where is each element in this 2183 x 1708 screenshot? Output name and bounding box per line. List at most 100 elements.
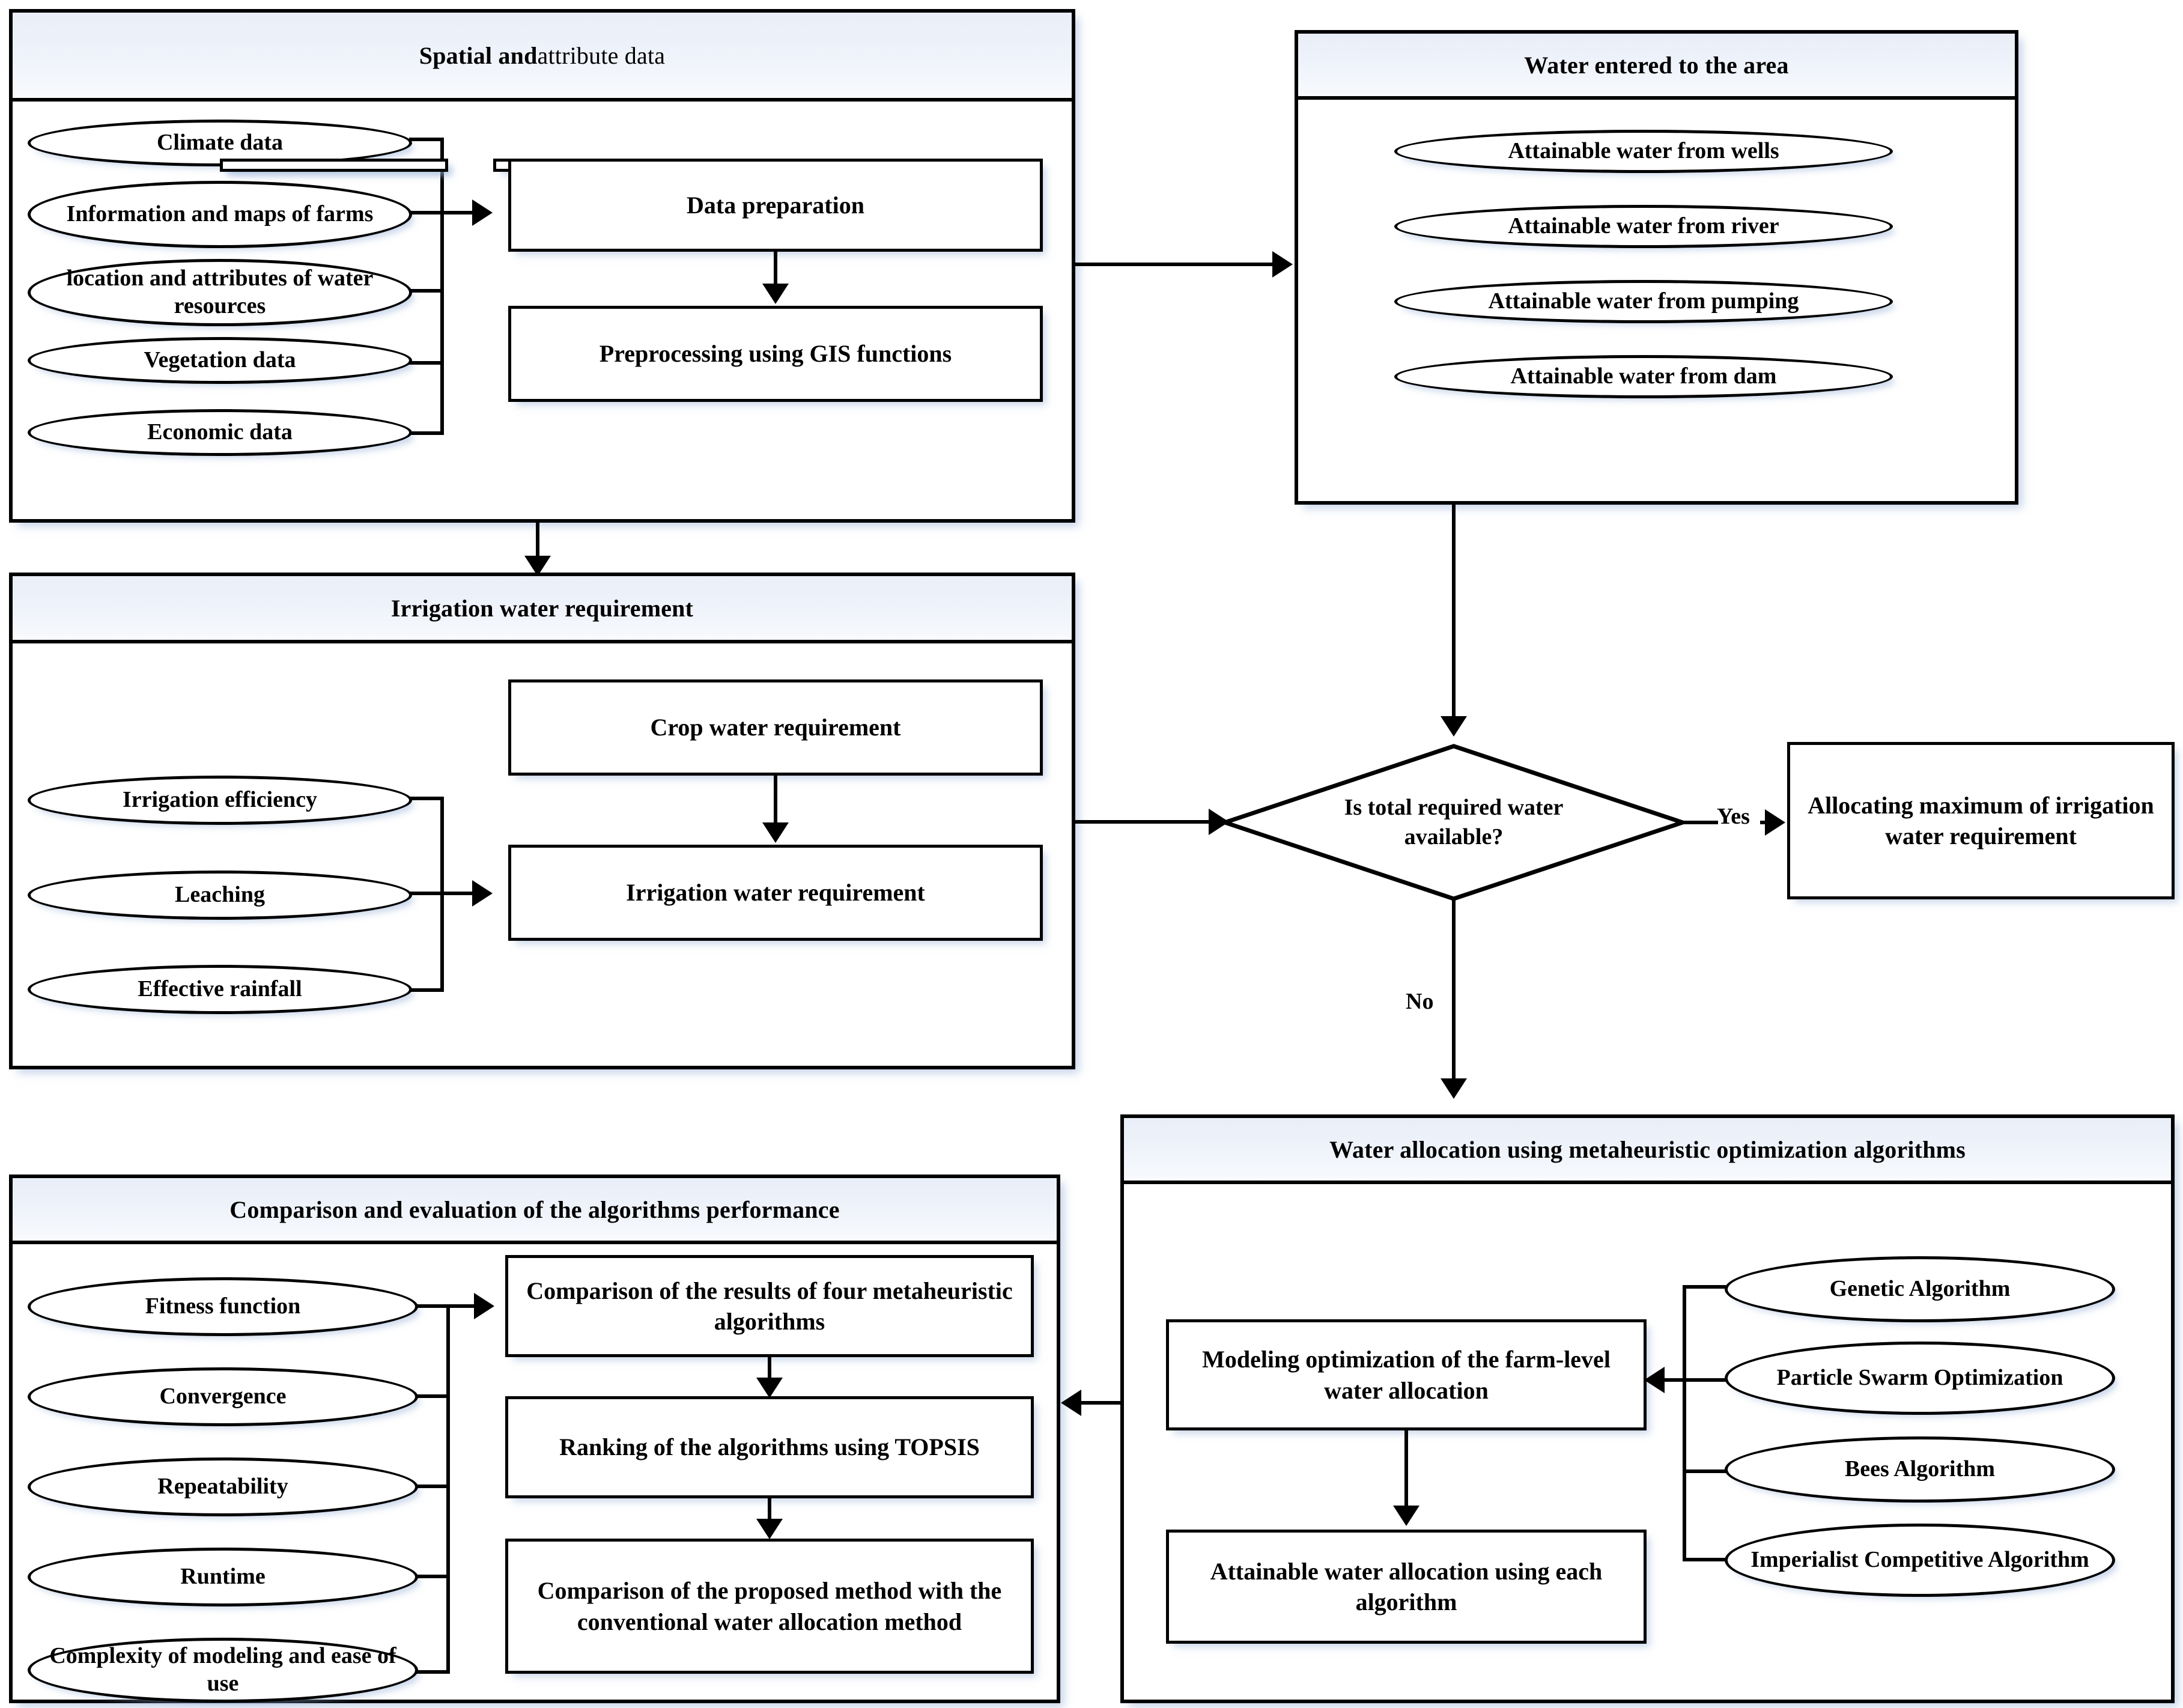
ellipse-label: Irrigation efficiency <box>123 787 317 813</box>
ellipse-genetic-algorithm[interactable]: Genetic Algorithm <box>1725 1256 2115 1322</box>
box-comparison-with-conventional-method[interactable]: Comparison of the proposed method with t… <box>505 1539 1034 1674</box>
connector-modeling-to-attainable <box>1404 1430 1408 1509</box>
ellipse-label: Imperialist Competitive Algorithm <box>1750 1547 2089 1573</box>
box-label: Allocating maximum of irrigation water r… <box>1808 791 2154 849</box>
connector-decision-no <box>1452 899 1456 1080</box>
panel-comparison-header: Comparison and evaluation of the algorit… <box>13 1178 1057 1244</box>
ellipse-label: Vegetation data <box>144 347 296 373</box>
bracket-arm <box>1683 1558 1726 1561</box>
ellipse-vegetation-data[interactable]: Vegetation data <box>28 337 412 384</box>
ellipse-label: Economic data <box>147 419 293 445</box>
box-preprocessing-gis[interactable]: Preprocessing using GIS functions <box>508 306 1043 402</box>
bracket-allocation-algorithms <box>1683 1285 1731 1561</box>
ellipse-attainable-water-wells[interactable]: Attainable water from wells <box>1394 130 1893 173</box>
panel-water-entered-header: Water entered to the area <box>1298 34 2015 100</box>
ellipse-convergence[interactable]: Convergence <box>28 1367 418 1426</box>
panel-spatial-title-rest: attribute data <box>537 41 666 69</box>
ellipse-particle-swarm-optimization[interactable]: Particle Swarm Optimization <box>1725 1342 2115 1415</box>
ellipse-label: Effective rainfall <box>138 976 302 1002</box>
arrow-spatial-to-water-entered <box>1272 251 1293 278</box>
box-ranking-topsis[interactable]: Ranking of the algorithms using TOPSIS <box>505 1396 1034 1498</box>
connector-water-entered-to-decision <box>1452 505 1456 718</box>
ellipse-leaching[interactable]: Leaching <box>28 871 412 920</box>
arrow-modeling-to-attainable <box>1393 1506 1419 1526</box>
bracket-arm <box>415 1670 450 1674</box>
ellipse-effective-rainfall[interactable]: Effective rainfall <box>28 965 412 1014</box>
panel-irrigation-body: Irrigation efficiency Leaching Effective… <box>13 643 1072 1066</box>
box-label: Modeling optimization of the farm-level … <box>1202 1346 1611 1404</box>
bracket-spatial-inputs <box>409 138 463 435</box>
ellipse-label: Fitness function <box>145 1293 301 1319</box>
bracket-arm <box>409 289 444 293</box>
ellipse-label: Leaching <box>175 882 265 908</box>
ellipse-label: location and attributes of water resourc… <box>66 266 374 318</box>
connector-irrigation-to-decision <box>1075 820 1210 824</box>
ellipse-economic-data[interactable]: Economic data <box>28 409 412 456</box>
ellipse-label: Repeatability <box>157 1474 288 1500</box>
bracket-arm <box>409 211 444 214</box>
connector-bracket-to-irrigation-req <box>440 892 473 895</box>
panel-water-entered-body: Attainable water from wells Attainable w… <box>1298 100 2015 501</box>
ellipse-label: Convergence <box>159 1384 287 1409</box>
ellipse-imperialist-competitive-algorithm[interactable]: Imperialist Competitive Algorithm <box>1725 1524 2115 1597</box>
panel-irrigation-water-requirement: Irrigation water requirement Irrigation … <box>9 573 1075 1069</box>
box-label: Ranking of the algorithms using TOPSIS <box>559 1433 980 1461</box>
decision-is-total-required-water-available[interactable]: Is total required water available? <box>1218 744 1690 901</box>
panel-water-entered: Water entered to the area Attainable wat… <box>1295 30 2018 505</box>
ellipse-label: Climate data <box>156 130 284 156</box>
bracket-arm <box>415 1394 450 1398</box>
panel-comparison-title: Comparison and evaluation of the algorit… <box>229 1196 840 1223</box>
arrow-to-preprocessing <box>762 284 789 304</box>
box-comparison-results-four-algorithms[interactable]: Comparison of the results of four metahe… <box>505 1255 1034 1357</box>
arrow-algorithms-to-modeling <box>1644 1367 1665 1393</box>
connector-bracket-to-comparison-box <box>446 1304 475 1308</box>
ellipse-label: Attainable water from pumping <box>1488 288 1799 314</box>
ellipse-label: Genetic Algorithm <box>1829 1276 2011 1302</box>
arrow-to-comparison-results <box>474 1293 494 1319</box>
connector-ranking-to-final-comparison <box>768 1498 771 1522</box>
bracket-arm <box>415 1304 450 1308</box>
bracket-arm <box>415 1485 450 1488</box>
box-data-preparation-real[interactable]: Data preparation <box>508 159 1043 252</box>
connector-spatial-to-water-entered <box>1075 263 1274 266</box>
panel-irrigation-header: Irrigation water requirement <box>13 576 1072 643</box>
arrow-ranking-to-final-comparison <box>756 1519 783 1539</box>
panel-spatial-body: Climate data Information and maps of far… <box>13 102 1072 519</box>
ellipse-bees-algorithm[interactable]: Bees Algorithm <box>1725 1436 2115 1503</box>
ellipse-label: Information and maps of farms <box>66 201 374 227</box>
panel-water-allocation-metaheuristic: Water allocation using metaheuristic opt… <box>1120 1114 2175 1703</box>
connector-allocation-to-comparison <box>1081 1401 1123 1405</box>
box-modeling-optimization-farm-level[interactable]: Modeling optimization of the farm-level … <box>1166 1319 1647 1430</box>
bracket-arm <box>1683 1285 1726 1289</box>
box-label: Data preparation <box>687 191 864 219</box>
bracket-comparison-criteria <box>415 1304 469 1674</box>
ellipse-irrigation-efficiency[interactable]: Irrigation efficiency <box>28 776 412 825</box>
box-label: Comparison of the results of four metahe… <box>526 1277 1013 1335</box>
ellipse-information-maps-farms[interactable]: Information and maps of farms <box>28 181 412 248</box>
connector-crop-to-irrigation-req <box>774 776 777 824</box>
ellipse-repeatability[interactable]: Repeatability <box>28 1457 418 1516</box>
connector-bracket-to-modeling <box>1665 1378 1689 1382</box>
arrow-to-irrigation-requirement <box>472 880 493 907</box>
ellipse-fitness-function[interactable]: Fitness function <box>28 1277 418 1336</box>
panel-allocation-header: Water allocation using metaheuristic opt… <box>1124 1118 2171 1184</box>
bracket-arm <box>1683 1469 1726 1473</box>
panel-irrigation-title: Irrigation water requirement <box>390 594 694 622</box>
bracket-arm <box>409 361 444 365</box>
ellipse-attainable-water-river[interactable]: Attainable water from river <box>1394 205 1893 248</box>
arrow-water-entered-to-decision <box>1441 716 1467 737</box>
ellipse-runtime[interactable]: Runtime <box>28 1548 418 1606</box>
edge-label-no: No <box>1406 989 1434 1014</box>
panel-allocation-body: Modeling optimization of the farm-level … <box>1124 1184 2171 1700</box>
box-irrigation-water-requirement[interactable]: Irrigation water requirement <box>508 845 1043 941</box>
connector-bracket-to-data-preparation <box>440 211 473 214</box>
box-data-preparation[interactable] <box>220 159 448 172</box>
ellipse-complexity-modeling-ease-of-use[interactable]: Complexity of modeling and ease of use <box>28 1638 418 1703</box>
box-allocating-maximum-irrigation-water-requirement[interactable]: Allocating maximum of irrigation water r… <box>1787 742 2175 899</box>
ellipse-location-attributes-water-resources[interactable]: location and attributes of water resourc… <box>28 259 412 326</box>
box-crop-water-requirement[interactable]: Crop water requirement <box>508 679 1043 776</box>
ellipse-attainable-water-pumping[interactable]: Attainable water from pumping <box>1394 280 1893 323</box>
box-attainable-water-allocation-each-algorithm[interactable]: Attainable water allocation using each a… <box>1166 1530 1647 1644</box>
bracket-arm <box>409 988 444 992</box>
ellipse-attainable-water-dam[interactable]: Attainable water from dam <box>1394 355 1893 398</box>
